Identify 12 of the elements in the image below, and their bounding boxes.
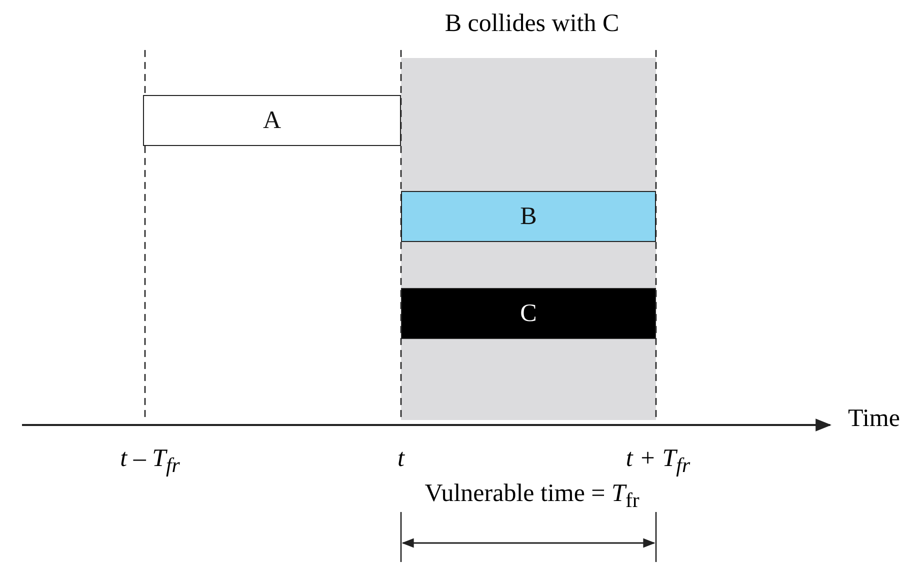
bar-label: B xyxy=(520,202,537,230)
bar-label: A xyxy=(262,106,282,134)
time-mark: t – T$_{fr}$ xyxy=(120,445,180,478)
bar-label: C xyxy=(520,300,537,328)
frame-bar xyxy=(401,288,656,339)
collision-heading: B collides with C xyxy=(444,10,620,38)
vulnerable-time-label: Vulnerable time = T$_{fr}$ xyxy=(424,480,640,513)
axis-label: Time xyxy=(848,405,900,433)
frame-bar xyxy=(401,191,656,242)
frame-bar xyxy=(143,95,401,146)
time-mark: t xyxy=(398,445,404,473)
time-mark: t + T$_{fr}$ xyxy=(626,445,690,478)
